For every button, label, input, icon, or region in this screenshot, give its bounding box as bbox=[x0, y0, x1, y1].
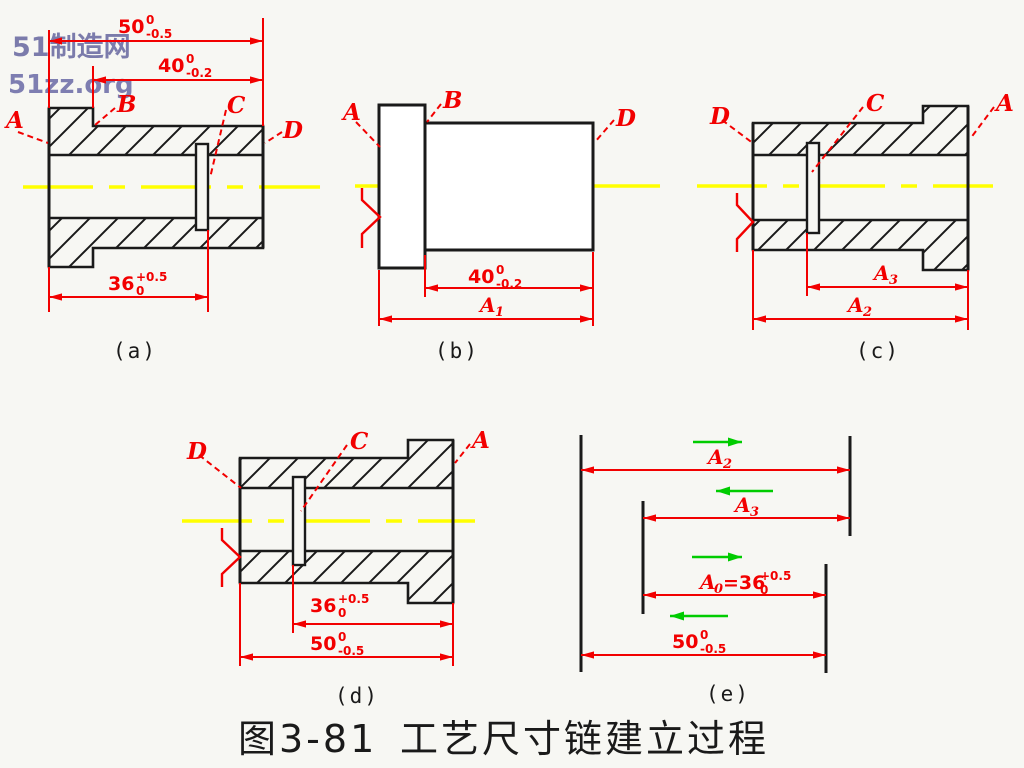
dim-50-lower-tol: -0.5 bbox=[338, 644, 364, 658]
link-A2-name: A bbox=[706, 445, 724, 469]
watermark: 51制造网 51zz.org bbox=[8, 32, 134, 100]
subfigure-caption-a: (a) bbox=[113, 339, 157, 363]
surface-label-C: C bbox=[866, 90, 885, 117]
leader-line-D bbox=[198, 454, 242, 489]
figure-b: 40 0 -0.2 A 1 A B D (b) bbox=[341, 87, 660, 363]
dim-50-value: 50 bbox=[310, 633, 336, 655]
link-A2-subscript: 2 bbox=[722, 457, 732, 472]
link-50-upper-tol: 0 bbox=[700, 628, 708, 642]
dim-50-lower-tol: -0.5 bbox=[146, 27, 172, 41]
surface-label-D: D bbox=[709, 103, 730, 130]
surface-label-D: D bbox=[186, 438, 207, 465]
surface-label-C: C bbox=[227, 92, 246, 119]
subfigure-caption-e: (e) bbox=[706, 682, 750, 706]
link-A0-upper-tol: +0.5 bbox=[760, 569, 791, 583]
dim-50-upper-tol: 0 bbox=[338, 630, 346, 644]
figure-title: 图3-81 工艺尺寸链建立过程 bbox=[238, 717, 769, 761]
dim-A3-subscript: 3 bbox=[889, 273, 898, 288]
part-c-upper-wall bbox=[751, 104, 970, 157]
dim-A2-name: A bbox=[846, 293, 864, 317]
part-a-lower-wall bbox=[47, 216, 265, 269]
dim-40-upper-tol: 0 bbox=[496, 263, 504, 277]
dim-36-lower-tol: 0 bbox=[136, 284, 144, 298]
watermark-line1: 51制造网 bbox=[12, 32, 131, 63]
dim-50-upper-tol: 0 bbox=[146, 13, 154, 27]
dim-40-lower-tol: -0.2 bbox=[186, 66, 212, 80]
watermark-line2: 51zz.org bbox=[8, 70, 134, 100]
dim-40-upper-tol: 0 bbox=[186, 52, 194, 66]
part-c-lower-wall bbox=[751, 218, 970, 272]
locating-clamp-symbol bbox=[220, 528, 242, 587]
surface-label-A: A bbox=[994, 90, 1014, 117]
dim-36-upper-tol: +0.5 bbox=[338, 592, 369, 606]
surface-label-A: A bbox=[4, 107, 24, 134]
leader-line-A bbox=[355, 121, 381, 148]
figure-title-text: 工艺尺寸链建立过程 bbox=[400, 717, 769, 761]
leader-line-C bbox=[209, 109, 227, 179]
dim-40-lower-tol: -0.2 bbox=[496, 277, 522, 291]
leader-line-D bbox=[721, 119, 755, 145]
link-A0-lower-tol: 0 bbox=[760, 583, 768, 597]
figure-number: 图3-81 bbox=[238, 717, 377, 761]
dim-A3-name: A bbox=[872, 261, 890, 285]
figure-a: 50 0 -0.5 40 0 -0.2 36 +0.5 0 A B C D (a… bbox=[4, 13, 320, 363]
surface-label-A: A bbox=[341, 99, 361, 126]
locating-clamp-symbol bbox=[360, 188, 382, 248]
surface-label-B: B bbox=[116, 91, 136, 118]
link-A3-name: A bbox=[733, 493, 751, 517]
dim-36-value: 36 bbox=[310, 595, 336, 617]
subfigure-caption-b: (b) bbox=[435, 339, 479, 363]
surface-label-D: D bbox=[615, 105, 636, 132]
leader-line-B bbox=[94, 107, 116, 126]
link-A0-subscript: 0 bbox=[714, 582, 723, 597]
dim-36-lower-tol: 0 bbox=[338, 606, 346, 620]
dim-36-value: 36 bbox=[108, 273, 134, 295]
leader-line-B bbox=[426, 103, 442, 123]
leader-line-C bbox=[300, 444, 348, 512]
leader-line-A bbox=[17, 131, 49, 144]
dim-40-value: 40 bbox=[468, 266, 494, 288]
surface-label-B: B bbox=[442, 87, 462, 114]
part-b-flange bbox=[377, 103, 427, 270]
link-A3-subscript: 3 bbox=[750, 505, 759, 520]
leader-line-D bbox=[264, 131, 283, 144]
surface-label-D: D bbox=[282, 117, 303, 144]
link-50-lower-tol: -0.5 bbox=[700, 642, 726, 656]
part-b-body bbox=[423, 121, 595, 252]
dim-A1-subscript: 1 bbox=[495, 305, 504, 320]
figure-c: A 3 A 2 D C A (c) bbox=[697, 90, 1014, 363]
leader-line-D bbox=[594, 119, 615, 143]
leader-line-A bbox=[969, 106, 995, 140]
dim-A1-name: A bbox=[478, 293, 496, 317]
dim-36-upper-tol: +0.5 bbox=[136, 270, 167, 284]
leader-line-C bbox=[811, 106, 864, 173]
leader-line-A bbox=[454, 443, 471, 464]
subfigure-caption-d: (d) bbox=[335, 684, 379, 708]
locating-clamp-symbol bbox=[735, 193, 755, 252]
subfigure-caption-c: (c) bbox=[856, 339, 900, 363]
internal-groove-C bbox=[805, 141, 821, 235]
surface-label-C: C bbox=[350, 428, 369, 455]
internal-groove-C bbox=[291, 475, 307, 567]
figure-d: 36 +0.5 0 50 0 -0.5 D C A (d) bbox=[182, 427, 490, 708]
dim-A2-subscript: 2 bbox=[862, 305, 872, 320]
internal-groove-C bbox=[194, 142, 210, 232]
figure-e-dimension-chain: A 2 A 3 A 0 =36 +0.5 0 50 0 -0.5 (e) bbox=[579, 435, 852, 706]
link-A0-equals-value: =36 bbox=[723, 572, 765, 594]
link-50-value: 50 bbox=[672, 631, 698, 653]
dim-40-value: 40 bbox=[158, 55, 184, 77]
surface-label-A: A bbox=[470, 427, 490, 454]
link-A0-name: A bbox=[698, 570, 716, 594]
dim-50-value: 50 bbox=[118, 16, 144, 38]
